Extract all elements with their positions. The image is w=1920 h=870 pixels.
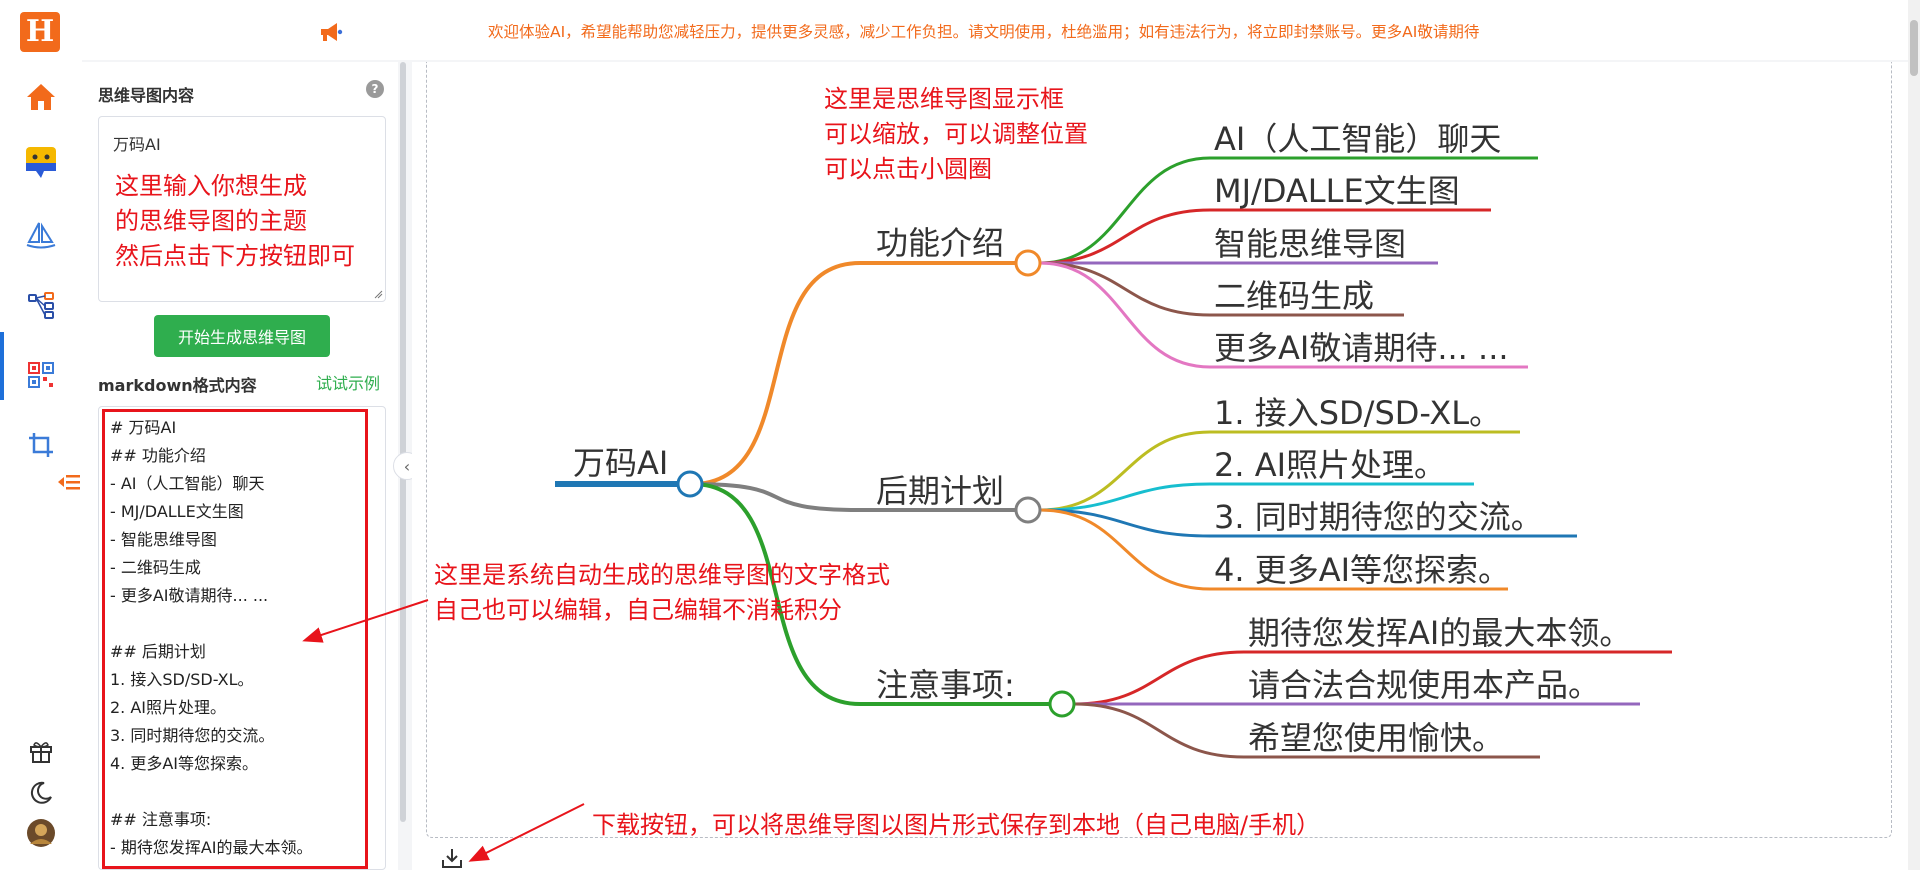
child-label: 更多AI敬请期待... ... — [1214, 329, 1509, 367]
mindmap-canvas[interactable] — [412, 62, 1908, 870]
child-connector — [1073, 650, 1672, 706]
resize-grip-icon[interactable] — [373, 289, 383, 299]
download-arrow — [468, 803, 585, 862]
markdown-line[interactable]: - AI（人工智能）聊天 — [110, 474, 265, 493]
top-bar: H 欢迎体验AI，希望能帮助您减轻压力，提供更多灵感，减少工作负担。请文明使用，… — [0, 0, 1920, 60]
child-label: 二维码生成 — [1214, 277, 1374, 315]
child-label: MJ/DALLE文生图 — [1214, 172, 1460, 210]
help-icon[interactable]: ? — [366, 80, 384, 98]
markdown-arrow — [302, 599, 429, 643]
child-label: AI（人工智能）聊天 — [1214, 120, 1501, 158]
branch-node-toggle[interactable] — [1048, 690, 1076, 718]
child-label: 3. 同时期待您的交流。 — [1214, 498, 1543, 536]
branch-label: 注意事项: — [876, 666, 1015, 704]
download-annotation: 下载按钮，可以将思维导图以图片形式保存到本地（自己电脑/手机） — [592, 811, 1321, 839]
markdown-content[interactable]: # 万码AI ## 功能介绍 - AI（人工智能）聊天 - MJ/DALLE文生图 - … — [110, 414, 366, 862]
branch-connector — [691, 482, 1050, 706]
root-node-toggle[interactable] — [676, 470, 704, 498]
panel-title: 思维导图内容 — [98, 86, 195, 105]
child-connector — [1039, 208, 1491, 265]
markdown-line[interactable]: ## 后期计划 — [110, 642, 206, 661]
panel-scrollbar[interactable] — [400, 62, 406, 822]
markdown-highlight-box — [102, 409, 368, 869]
page-scrollbar-thumb[interactable] — [1910, 20, 1918, 76]
markdown-line[interactable]: 1. 接入SD/SD-XL。 — [110, 670, 254, 689]
gift-icon[interactable] — [22, 732, 60, 770]
child-connector — [1039, 156, 1538, 265]
topic-annotation-line: 这里输入你想生成 — [115, 172, 307, 200]
active-indicator — [0, 332, 4, 400]
markdown-line[interactable]: - 智能思维导图 — [110, 530, 217, 549]
mindmap-frame — [426, 62, 1892, 838]
child-connector — [1039, 508, 1577, 538]
child-connector — [1073, 702, 1540, 759]
announcement-text: 欢迎体验AI，希望能帮助您减轻压力，提供更多灵感，减少工作负担。请文明使用，杜绝… — [488, 23, 1480, 41]
moon-icon[interactable] — [22, 774, 60, 812]
markdown-annotation: 这里是系统自动生成的思维导图的文字格式 自己也可以编辑，自己编辑不消耗积分 — [434, 558, 890, 628]
mindmap-icon[interactable] — [22, 286, 60, 324]
markdown-line[interactable]: - 二维码生成 — [110, 558, 201, 577]
nav-rail — [0, 60, 82, 870]
collapse-menu-icon[interactable] — [56, 470, 82, 494]
topic-value[interactable]: 万码AI — [113, 135, 161, 154]
display-annotation-line: 可以缩放，可以调整位置 — [824, 120, 1088, 148]
child-label: 希望您使用愉快。 — [1248, 719, 1504, 757]
editor-panel: 思维导图内容 ? 万码AI 这里输入你想生成 的思维导图的主题 然后点击下方按钮… — [82, 62, 398, 870]
logo-letter: H — [25, 14, 55, 49]
markdown-title: markdown格式内容 — [98, 376, 257, 395]
qrcode-icon[interactable] — [22, 356, 60, 394]
megaphone-icon — [321, 23, 343, 41]
app-logo[interactable]: H — [20, 12, 60, 52]
child-label: 请合法合规使用本产品。 — [1248, 666, 1600, 704]
topic-input[interactable]: 万码AI 这里输入你想生成 的思维导图的主题 然后点击下方按钮即可 — [98, 116, 386, 302]
generate-mindmap-button[interactable]: 开始生成思维导图 — [154, 315, 330, 357]
branch-node-toggle[interactable] — [1014, 249, 1042, 277]
child-label: 智能思维导图 — [1214, 225, 1406, 263]
branch-connector — [691, 261, 1016, 486]
child-connector — [1039, 261, 1404, 317]
display-annotation: 这里是思维导图显示框 可以缩放，可以调整位置 可以点击小圆圈 — [824, 82, 1088, 187]
markdown-line[interactable]: - 期待您发挥AI的最大本领。 — [110, 838, 313, 857]
branch-label: 功能介绍 — [876, 224, 1004, 262]
branch-label: 后期计划 — [876, 472, 1004, 510]
mindmap-root-label: 万码AI — [573, 444, 668, 482]
markdown-annotation-line: 这里是系统自动生成的思维导图的文字格式 — [434, 561, 890, 589]
markdown-editor[interactable] — [98, 406, 386, 870]
child-connector — [1039, 430, 1520, 512]
display-annotation-line: 这里是思维导图显示框 — [824, 85, 1064, 113]
child-label: 1. 接入SD/SD-XL。 — [1214, 394, 1501, 432]
branch-node-toggle[interactable] — [1014, 496, 1042, 524]
markdown-line[interactable]: # 万码AI — [110, 418, 177, 437]
avatar[interactable] — [22, 814, 60, 852]
page-scrollbar[interactable] — [1908, 0, 1920, 870]
markdown-line[interactable]: ## 功能介绍 — [110, 446, 206, 465]
display-annotation-line: 可以点击小圆圈 — [824, 155, 992, 183]
child-label: 期待您发挥AI的最大本领。 — [1248, 614, 1631, 652]
topic-annotation: 这里输入你想生成 的思维导图的主题 然后点击下方按钮即可 — [115, 169, 395, 274]
crop-icon[interactable] — [22, 426, 60, 464]
markdown-line[interactable]: 2. AI照片处理。 — [110, 698, 227, 717]
markdown-annotation-line: 自己也可以编辑，自己编辑不消耗积分 — [434, 596, 842, 624]
markdown-line[interactable]: 3. 同时期待您的交流。 — [110, 726, 275, 745]
topic-annotation-line: 的思维导图的主题 — [115, 207, 307, 235]
sailboat-icon[interactable] — [22, 216, 60, 254]
topic-annotation-line: 然后点击下方按钮即可 — [115, 242, 355, 270]
child-connector — [1039, 482, 1474, 512]
child-connector — [1039, 261, 1528, 369]
markdown-line[interactable]: - 更多AI敬请期待... ... — [110, 586, 269, 605]
child-label: 2. AI照片处理。 — [1214, 446, 1446, 484]
download-icon[interactable] — [440, 846, 464, 870]
branch-connector — [691, 482, 1016, 512]
child-connector — [1039, 508, 1508, 591]
try-example-link[interactable]: 试试示例 — [316, 374, 381, 393]
markdown-line[interactable]: ## 注意事项: — [110, 810, 212, 829]
home-icon[interactable] — [22, 78, 60, 116]
markdown-line[interactable]: - MJ/DALLE文生图 — [110, 502, 244, 521]
child-label: 4. 更多AI等您探索。 — [1214, 551, 1510, 589]
chat-bot-icon[interactable] — [22, 144, 60, 182]
markdown-line[interactable]: 4. 更多AI等您探索。 — [110, 754, 259, 773]
